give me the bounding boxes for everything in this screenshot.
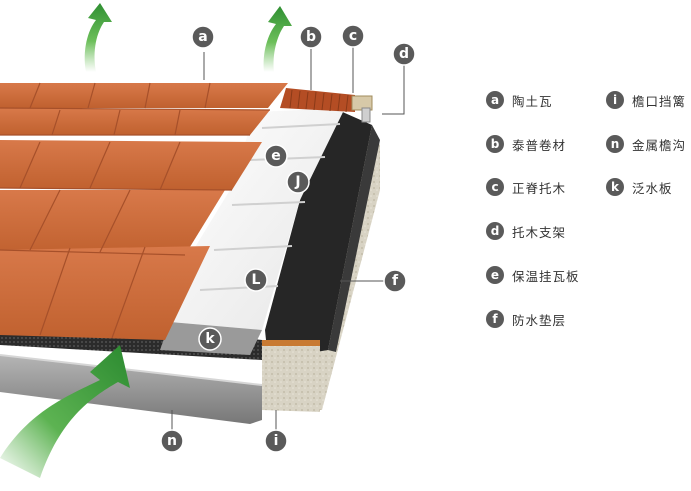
marker-e: e: [264, 144, 288, 168]
svg-text:c: c: [349, 28, 357, 44]
marker-d: d: [392, 42, 416, 66]
marker-j: J: [286, 170, 310, 194]
eave-block-top: [262, 340, 320, 346]
ridge-tape: [280, 88, 355, 112]
ventilation-arrow-top-left: [84, 3, 112, 72]
metal-gutter: [0, 355, 262, 424]
ventilation-arrow-top-right: [263, 6, 292, 72]
marker-n: n: [160, 429, 184, 453]
marker-f: f: [383, 269, 407, 293]
clay-roof-tiles: [0, 82, 288, 340]
svg-text:k: k: [205, 331, 215, 347]
marker-c: c: [341, 24, 365, 48]
svg-text:a: a: [198, 29, 207, 45]
insulation-board: [170, 108, 345, 330]
svg-text:L: L: [252, 272, 261, 288]
marker-k: k: [198, 327, 222, 351]
svg-text:i: i: [274, 433, 279, 449]
ventilation-arrow-bottom: [0, 345, 130, 478]
svg-text:f: f: [392, 273, 399, 289]
gutter-lip: [0, 354, 263, 386]
marker-l: L: [244, 268, 268, 292]
marker-a: a: [191, 25, 215, 49]
svg-text:d: d: [399, 46, 409, 62]
membrane-edge: [328, 125, 380, 352]
marker-b: b: [299, 25, 323, 49]
waterproof-underlayment: [265, 110, 372, 360]
svg-text:J: J: [294, 174, 300, 190]
svg-text:n: n: [167, 433, 177, 449]
batten-bracket: [361, 107, 371, 123]
svg-text:e: e: [271, 148, 281, 164]
marker-i: i: [264, 429, 288, 453]
svg-text:b: b: [306, 29, 316, 45]
leader-lines: [171, 46, 405, 430]
eave-block: [262, 342, 320, 412]
